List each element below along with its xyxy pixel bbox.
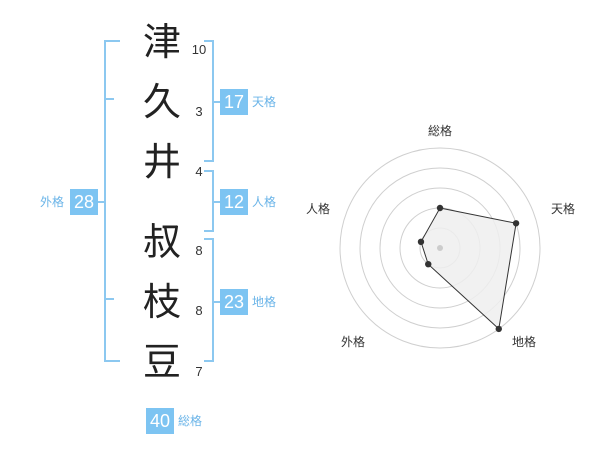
radar-axis-label: 外格 — [341, 334, 365, 349]
radar-ring — [359, 167, 521, 329]
radar-point — [512, 220, 520, 227]
radar-point — [425, 260, 432, 268]
radar-point — [495, 325, 502, 333]
name-char: 豆 — [142, 340, 181, 384]
soukaku-badge: 40 — [146, 408, 174, 434]
name-char: 枝 — [142, 280, 181, 324]
radar-axis-label: 天格 — [551, 201, 575, 216]
soukaku-label: 総格 — [178, 414, 203, 428]
radar-center-dot — [437, 245, 443, 251]
chikaku-label: 地格 — [252, 295, 277, 309]
bracket-connector — [212, 201, 220, 203]
gaikaku-bracket — [104, 40, 120, 362]
bracket-tick — [104, 98, 114, 100]
stroke-count: 8 — [195, 303, 203, 318]
name-char: 久 — [142, 80, 181, 124]
jinkaku-badge: 12 — [220, 189, 248, 215]
bracket-connector — [212, 101, 220, 103]
radar-points — [417, 204, 520, 333]
bracket-tick — [104, 298, 114, 300]
radar-axis-label: 総格 — [428, 123, 452, 138]
stroke-count: 3 — [195, 104, 203, 119]
gaikaku-badge: 28 — [70, 189, 98, 215]
stroke-count: 10 — [191, 42, 207, 57]
stroke-count: 7 — [195, 364, 203, 379]
name-char: 津 — [142, 20, 181, 64]
chikaku-bracket — [204, 238, 214, 362]
stroke-count: 8 — [195, 243, 203, 258]
stroke-count: 4 — [195, 164, 203, 179]
tenkaku-label: 天格 — [252, 95, 277, 109]
tenkaku-badge: 17 — [220, 89, 248, 115]
jinkaku-label: 人格 — [252, 195, 277, 209]
radar-point — [417, 238, 425, 246]
radar-point — [436, 204, 444, 212]
bracket-connector — [212, 301, 220, 303]
name-char: 叔 — [142, 220, 181, 264]
radar-axis-label: 地格 — [512, 334, 536, 349]
name-char: 井 — [142, 140, 181, 184]
radar-shape — [420, 207, 517, 330]
radar-ring — [339, 147, 541, 349]
chikaku-badge: 23 — [220, 289, 248, 315]
radar-axis-label: 人格 — [306, 201, 330, 216]
bracket-connector — [97, 201, 105, 203]
gaikaku-label: 外格 — [40, 195, 65, 209]
